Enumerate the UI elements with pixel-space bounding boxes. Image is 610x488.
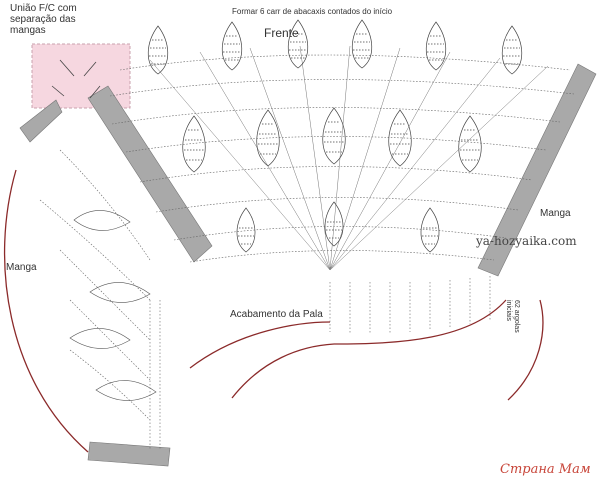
yoke-right-arc [507, 299, 544, 401]
yoke-finish-arc-outer [189, 321, 331, 369]
pineapple [458, 115, 482, 173]
yoke-finish-arc-inner [231, 343, 335, 399]
yoke-finish-label: Acabamento da Pala [230, 309, 323, 320]
pineapples-top [147, 19, 523, 75]
pineapple [351, 19, 373, 69]
top-note: Formar 6 carr de abacaxis contados do in… [232, 7, 393, 16]
guide-arcs [3, 169, 544, 453]
pineapples-bottom [236, 201, 440, 253]
pineapple [324, 201, 344, 247]
yoke-bottom-arc [333, 299, 507, 345]
left-sleeve-arc [3, 169, 89, 453]
pineapple [182, 115, 206, 173]
front-label: Frente [264, 26, 299, 40]
pineapple [147, 25, 169, 75]
watermark: ya-hozyaika.com [476, 234, 577, 248]
site-logo: Страна Мам [500, 462, 591, 477]
bottom-left-band [87, 441, 171, 467]
pineapple [236, 207, 256, 253]
left-diagonal-band [87, 85, 213, 263]
pineapple [287, 19, 309, 69]
left-short-band [19, 99, 63, 143]
pineapple [388, 109, 412, 167]
pineapple [221, 21, 243, 71]
stitch-count-label: 62 argolas iniciais [505, 300, 520, 333]
sleeve-fans [69, 210, 157, 401]
pineapple [425, 21, 447, 71]
sleeve-left-label: Manga [6, 262, 37, 273]
shaded-bands [19, 63, 597, 467]
sleeve-right-label: Manga [540, 208, 571, 219]
pineapple [322, 107, 346, 165]
pineapples-middle [182, 107, 482, 173]
union-arrows [51, 59, 101, 99]
lace-mesh [39, 54, 575, 421]
right-diagonal-band [477, 63, 597, 277]
union-note: União F/C com separação das mangas [10, 3, 77, 36]
pineapple [501, 25, 523, 75]
pineapple [420, 207, 440, 253]
pineapple [256, 109, 280, 167]
stitch-columns [149, 276, 491, 450]
